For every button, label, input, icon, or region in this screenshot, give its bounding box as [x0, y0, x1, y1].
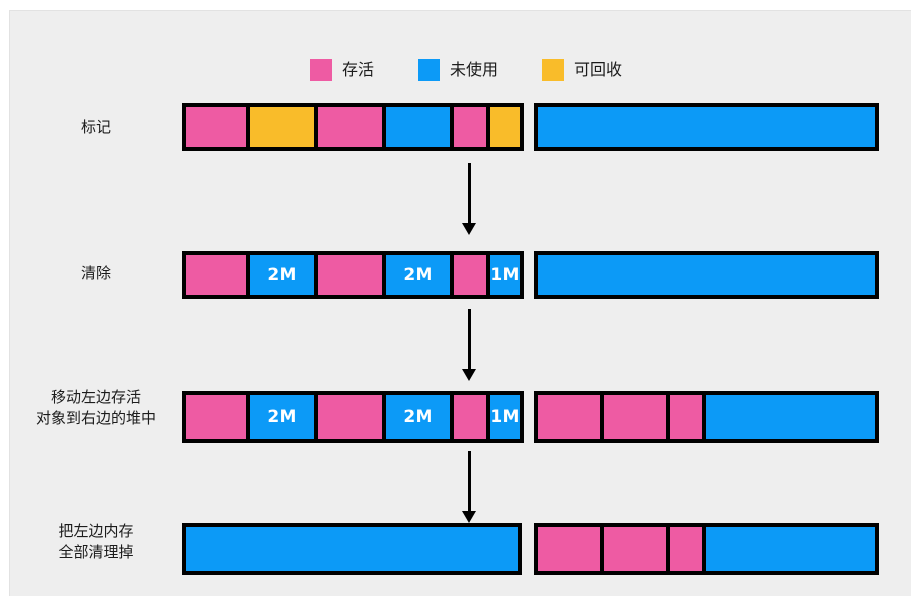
row-sweep-left-seg-4: 2M	[386, 255, 450, 295]
row-move-right-bar	[534, 391, 879, 443]
legend-item-recyclable: 可回收	[542, 59, 622, 81]
legend-item-alive: 存活	[310, 59, 374, 81]
row-move-right-seg-2	[604, 395, 666, 439]
row-label-sweep: 清除	[80, 264, 111, 282]
legend-label-unused: 未使用	[450, 60, 499, 79]
row-sweep-left-seg-1	[186, 255, 246, 295]
arrow-sweep-to-move-icon	[459, 309, 479, 381]
row-move-left-seg-1	[186, 395, 246, 439]
row-mark-left-seg-6	[490, 107, 520, 147]
row-mark-right-seg-1	[538, 107, 875, 147]
legend-item-unused: 未使用	[418, 59, 498, 81]
row-mark-left-seg-2	[250, 107, 314, 147]
row-move-right-seg-1	[538, 395, 600, 439]
row-clear-right-seg-1	[538, 527, 600, 571]
row-move-left-seg-5	[454, 395, 486, 439]
row-move-left-seg-3	[318, 395, 382, 439]
row-mark-left-bar	[182, 103, 524, 151]
arrow-move-to-clear-icon	[459, 451, 479, 523]
row-move-left-seg-4: 2M	[386, 395, 450, 439]
row-move-left-seg-6: 1M	[490, 395, 520, 439]
legend-swatch-alive-icon	[310, 59, 332, 81]
row-sweep-left-seg-5	[454, 255, 486, 295]
row-label-clear: 把左边内存 全部清理掉	[58, 522, 134, 561]
row-clear-left-seg-1	[186, 527, 518, 571]
legend-swatch-unused-icon	[418, 59, 441, 81]
row-move-left-seg-2: 2M	[250, 395, 314, 439]
row-clear-right-seg-2	[604, 527, 666, 571]
row-sweep-left-seg-2: 2M	[250, 255, 314, 295]
row-clear-right-bar	[534, 523, 879, 575]
row-label-move: 移动左边存活 对象到右边的堆中	[35, 388, 156, 427]
row-mark-left-seg-3	[318, 107, 382, 147]
legend-swatch-recyclable-icon	[542, 59, 565, 81]
row-sweep-left-seg-6: 1M	[490, 255, 520, 295]
row-sweep-left-bar: 2M 2M 1M	[182, 251, 524, 299]
legend-label-alive: 存活	[342, 60, 375, 79]
legend: 存活 未使用 可回收	[310, 59, 622, 81]
row-clear-right-seg-4	[706, 527, 875, 571]
row-mark-right-bar	[534, 103, 879, 151]
row-sweep-right-seg-1	[538, 255, 875, 295]
row-move-right-seg-3	[670, 395, 702, 439]
row-label-mark: 标记	[80, 118, 111, 136]
row-mark-left-seg-5	[454, 107, 486, 147]
row-mark-left-seg-1	[186, 107, 246, 147]
row-sweep-right-bar	[534, 251, 879, 299]
legend-label-recyclable: 可回收	[574, 60, 623, 79]
row-sweep-left-seg-3	[318, 255, 382, 295]
row-move-right-seg-4	[706, 395, 875, 439]
arrow-mark-to-sweep-icon	[459, 163, 479, 235]
row-clear-right-seg-3	[670, 527, 702, 571]
row-move-left-bar: 2M 2M 1M	[182, 391, 524, 443]
diagram-canvas: 存活 未使用 可回收 标记 清除 2M 2M 1M	[9, 10, 911, 596]
row-mark-left-seg-4	[386, 107, 450, 147]
row-clear-left-bar	[182, 523, 522, 575]
